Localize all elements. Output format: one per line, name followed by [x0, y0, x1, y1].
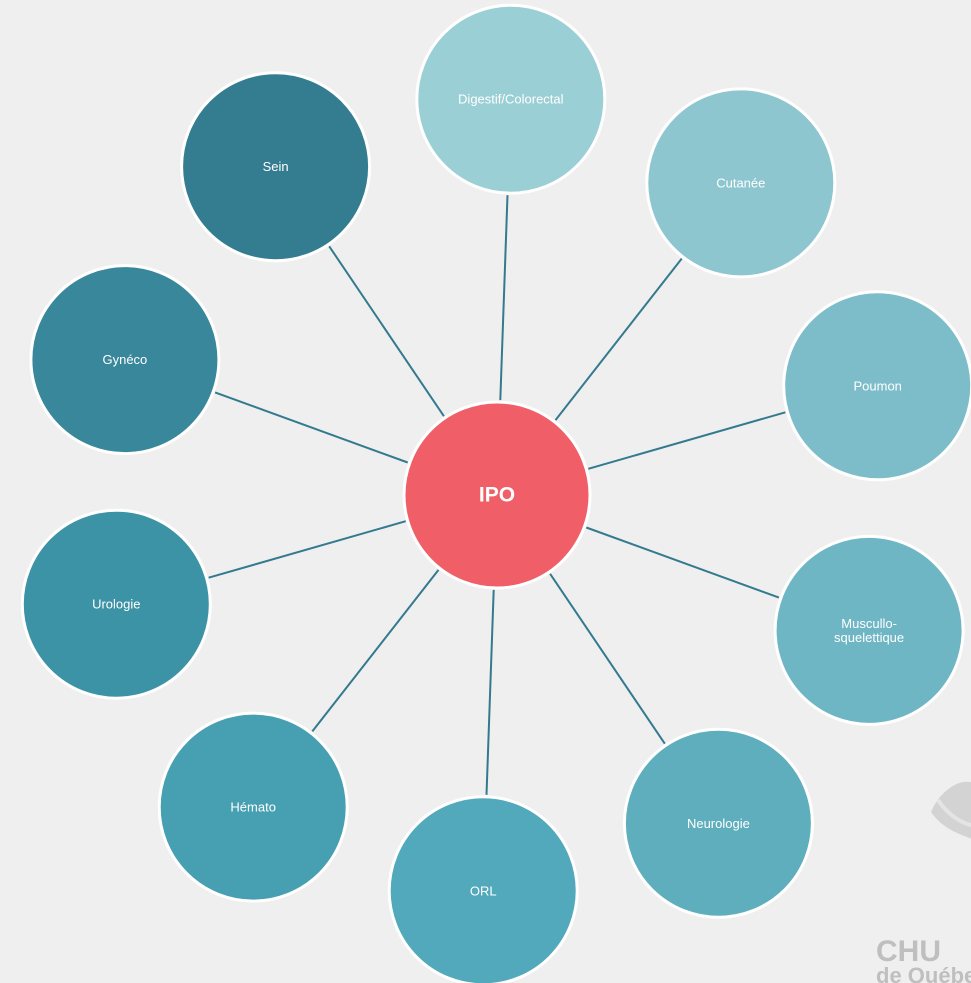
node-sein: Sein: [180, 71, 372, 263]
node-circle-urologie: [20, 508, 212, 700]
node-circle-muscullo-squelettique: [773, 534, 965, 726]
node-circle-orl: [387, 795, 579, 983]
center-node: IPO: [402, 400, 592, 590]
node-label-gyneco: Gynéco: [102, 352, 147, 367]
logo-swoosh-icon: [936, 798, 971, 828]
center-label: IPO: [479, 484, 515, 507]
spoke-poumon: [588, 411, 786, 470]
node-label-digestif-colorectal: Digestif/Colorectal: [458, 92, 564, 107]
center-circle: [402, 400, 592, 590]
spoke-sein: [328, 245, 445, 417]
node-label-orl: ORL: [470, 883, 497, 898]
node-circle-gyneco: [29, 264, 221, 456]
node-circle-digestif-colorectal: [415, 3, 607, 195]
node-label-urologie: Urologie: [92, 597, 140, 612]
chu-de-quebec-logo: CHU de Québec: [876, 781, 971, 983]
node-neurologie: Neurologie: [622, 727, 814, 919]
spoke-hemato: [311, 569, 440, 733]
spoke-urologie: [208, 520, 406, 579]
spoke-digestif-colorectal: [499, 195, 509, 401]
node-circle-hemato: [157, 711, 349, 903]
node-digestif-colorectal: Digestif/Colorectal: [415, 3, 607, 195]
node-gyneco: Gynéco: [29, 264, 221, 456]
node-poumon: Poumon: [782, 290, 971, 482]
node-label-cutanee: Cutanée: [716, 175, 765, 190]
node-hemato: Hémato: [157, 711, 349, 903]
spoke-cutanee: [554, 257, 683, 421]
node-label-muscullo-squelettique: squelettique: [834, 630, 904, 645]
node-cutanee: Cutanée: [645, 87, 837, 279]
spoke-orl: [485, 589, 495, 795]
spokes: [208, 195, 786, 795]
node-urologie: Urologie: [20, 508, 212, 700]
node-muscullo-squelettique: Muscullo-squelettique: [773, 534, 965, 726]
node-label-poumon: Poumon: [853, 378, 901, 393]
node-circle-neurologie: [622, 727, 814, 919]
logo-line-2: de Québec: [876, 963, 971, 983]
node-circle-poumon: [782, 290, 971, 482]
spoke-gyneco: [214, 391, 409, 464]
node-label-sein: Sein: [263, 159, 289, 174]
node-circle-sein: [180, 71, 372, 263]
node-circle-cutanee: [645, 87, 837, 279]
satellite-nodes: Digestif/ColorectalCutanéePoumonMuscullo…: [20, 3, 971, 983]
logo-line-1: CHU: [876, 935, 941, 968]
node-orl: ORL: [387, 795, 579, 983]
spoke-muscullo-squelettique: [585, 526, 780, 599]
node-label-hemato: Hémato: [230, 800, 276, 815]
spoke-neurologie: [549, 573, 666, 745]
node-label-neurologie: Neurologie: [687, 816, 750, 831]
node-label-muscullo-squelettique: Muscullo-: [841, 616, 897, 631]
logo-emblem-icon: [931, 781, 971, 839]
